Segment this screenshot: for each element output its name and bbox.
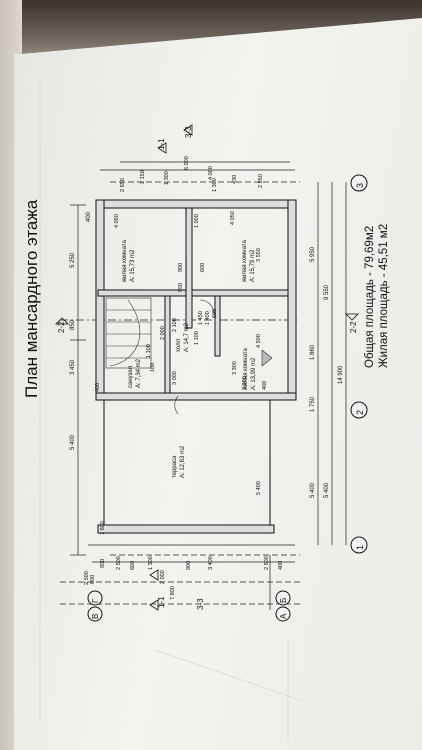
living-area-label: Жилая площадь - 45,51 м2 [378, 223, 390, 368]
section-mark: 3-3 [184, 126, 193, 138]
dimension-text: 1 400 [205, 311, 211, 325]
dimension-text: 7 800 [170, 586, 176, 600]
paper-sheet [14, 18, 422, 750]
dimension-text: 3 400 [208, 556, 214, 570]
dimension-text: 600 [130, 560, 136, 570]
dimension-text: 5 400 [256, 481, 262, 495]
dimension-text: 2 850 [258, 174, 264, 188]
dimension-text: 1 860 [310, 344, 316, 360]
dimension-text: 600 [200, 262, 206, 272]
dimension-text: 400 [86, 211, 92, 222]
axis-label: 3 [355, 182, 365, 188]
dimension-text: 600 [212, 308, 218, 318]
dimension-text: 2 850 [120, 178, 126, 192]
dimension-text: 6 000 [184, 156, 190, 170]
terrace-outline [97, 400, 275, 534]
dimension-text: 850 [70, 319, 76, 330]
dimension-text: 5 250 [70, 252, 76, 268]
dimension-text: 1 100 [194, 331, 200, 345]
dimension-text: 3 300 [232, 361, 238, 375]
dimension-text: 1 300 [212, 178, 218, 192]
plan-title: План мансардного этажа [22, 199, 41, 398]
dimension-text: 5 400 [70, 434, 76, 450]
dimension-text: 100 [150, 362, 156, 372]
room-name: жилая комната [242, 240, 248, 282]
section-mark: 1-1 [157, 596, 166, 608]
section-mark: 2-2 [57, 321, 66, 333]
room-name: санузел [128, 366, 134, 388]
section-mark: 2-2 [349, 321, 358, 333]
room-area: A: 12,63 m2 [180, 445, 186, 478]
room-area: A: 13,99 m2 [251, 357, 257, 390]
dimension-text: 9 550 [324, 284, 330, 300]
dimension-text: 1 000 [194, 214, 200, 228]
axis-circles [87, 174, 368, 622]
room-area: A: 15,73 m2 [130, 249, 136, 282]
section-markers [55, 124, 359, 611]
dimension-text: 3 550 [256, 248, 262, 262]
dimension-text: 1 100 [146, 344, 152, 358]
dimension-text: 600 [90, 574, 96, 584]
stairs [105, 297, 152, 369]
dimension-text: 850 [100, 558, 106, 568]
dimension-text: 1 450 [198, 311, 204, 325]
section-mark: 1-1 [157, 138, 166, 150]
axis-label: 2 [355, 409, 365, 415]
wall-right-outer [95, 199, 297, 209]
dimension-text: 4 050 [114, 214, 120, 228]
axis-label: Г [91, 598, 100, 603]
dimension-text: 1 300 [164, 171, 170, 185]
dimension-text: 400 [262, 380, 268, 390]
dimension-text: 900 [178, 262, 184, 272]
dimension-text: 2 000 [160, 570, 166, 584]
dimension-text: 4 050 [230, 211, 236, 225]
paper-border [39, 80, 301, 740]
axis-label: А [279, 613, 288, 619]
dimension-text: 14 900 [338, 365, 344, 384]
dimension-text: 2 000 [160, 326, 166, 340]
total-area-label: Общая площадь - 79,69м2 [364, 225, 376, 368]
walls [95, 199, 297, 401]
dimension-text: 2 150 [140, 170, 146, 184]
dimension-text: 5 400 [310, 482, 316, 498]
doors [174, 299, 273, 415]
dimension-text: 1 300 [148, 556, 154, 570]
dimension-text: 2 100 [172, 318, 178, 332]
room-name: жилая комната [122, 240, 128, 282]
dimension-text: 3 000 [172, 371, 178, 385]
dimension-text: 400 [278, 560, 284, 570]
dimension-text: 400 [95, 382, 101, 392]
room-name: холл [176, 338, 182, 352]
room-area: A: 7,34 m2 [136, 358, 142, 388]
dimension-text: 2 500 [264, 556, 270, 570]
dimension-text: 3 000 [242, 376, 248, 390]
room-name: терраса [172, 455, 178, 478]
dimension-text: 1 750 [310, 396, 316, 412]
dimension-text: 3 450 [70, 359, 76, 375]
dimension-text: 430 [232, 174, 238, 184]
axis-label: В [91, 613, 100, 619]
section-mark: 3-3 [196, 598, 205, 610]
dimension-text: 4 500 [256, 334, 262, 348]
dimension-text: 950 [178, 282, 184, 292]
dimension-text: 2 500 [116, 556, 122, 570]
dimension-text: 900 [186, 560, 192, 570]
dimension-text: 5 950 [310, 246, 316, 262]
dimension-text: 5 400 [324, 482, 330, 498]
axis-label: Б [279, 597, 288, 603]
axis-label: 1 [355, 544, 365, 550]
room-area: A: 14,7 m2 [184, 322, 190, 352]
dimension-text: 7 600 [100, 521, 106, 535]
